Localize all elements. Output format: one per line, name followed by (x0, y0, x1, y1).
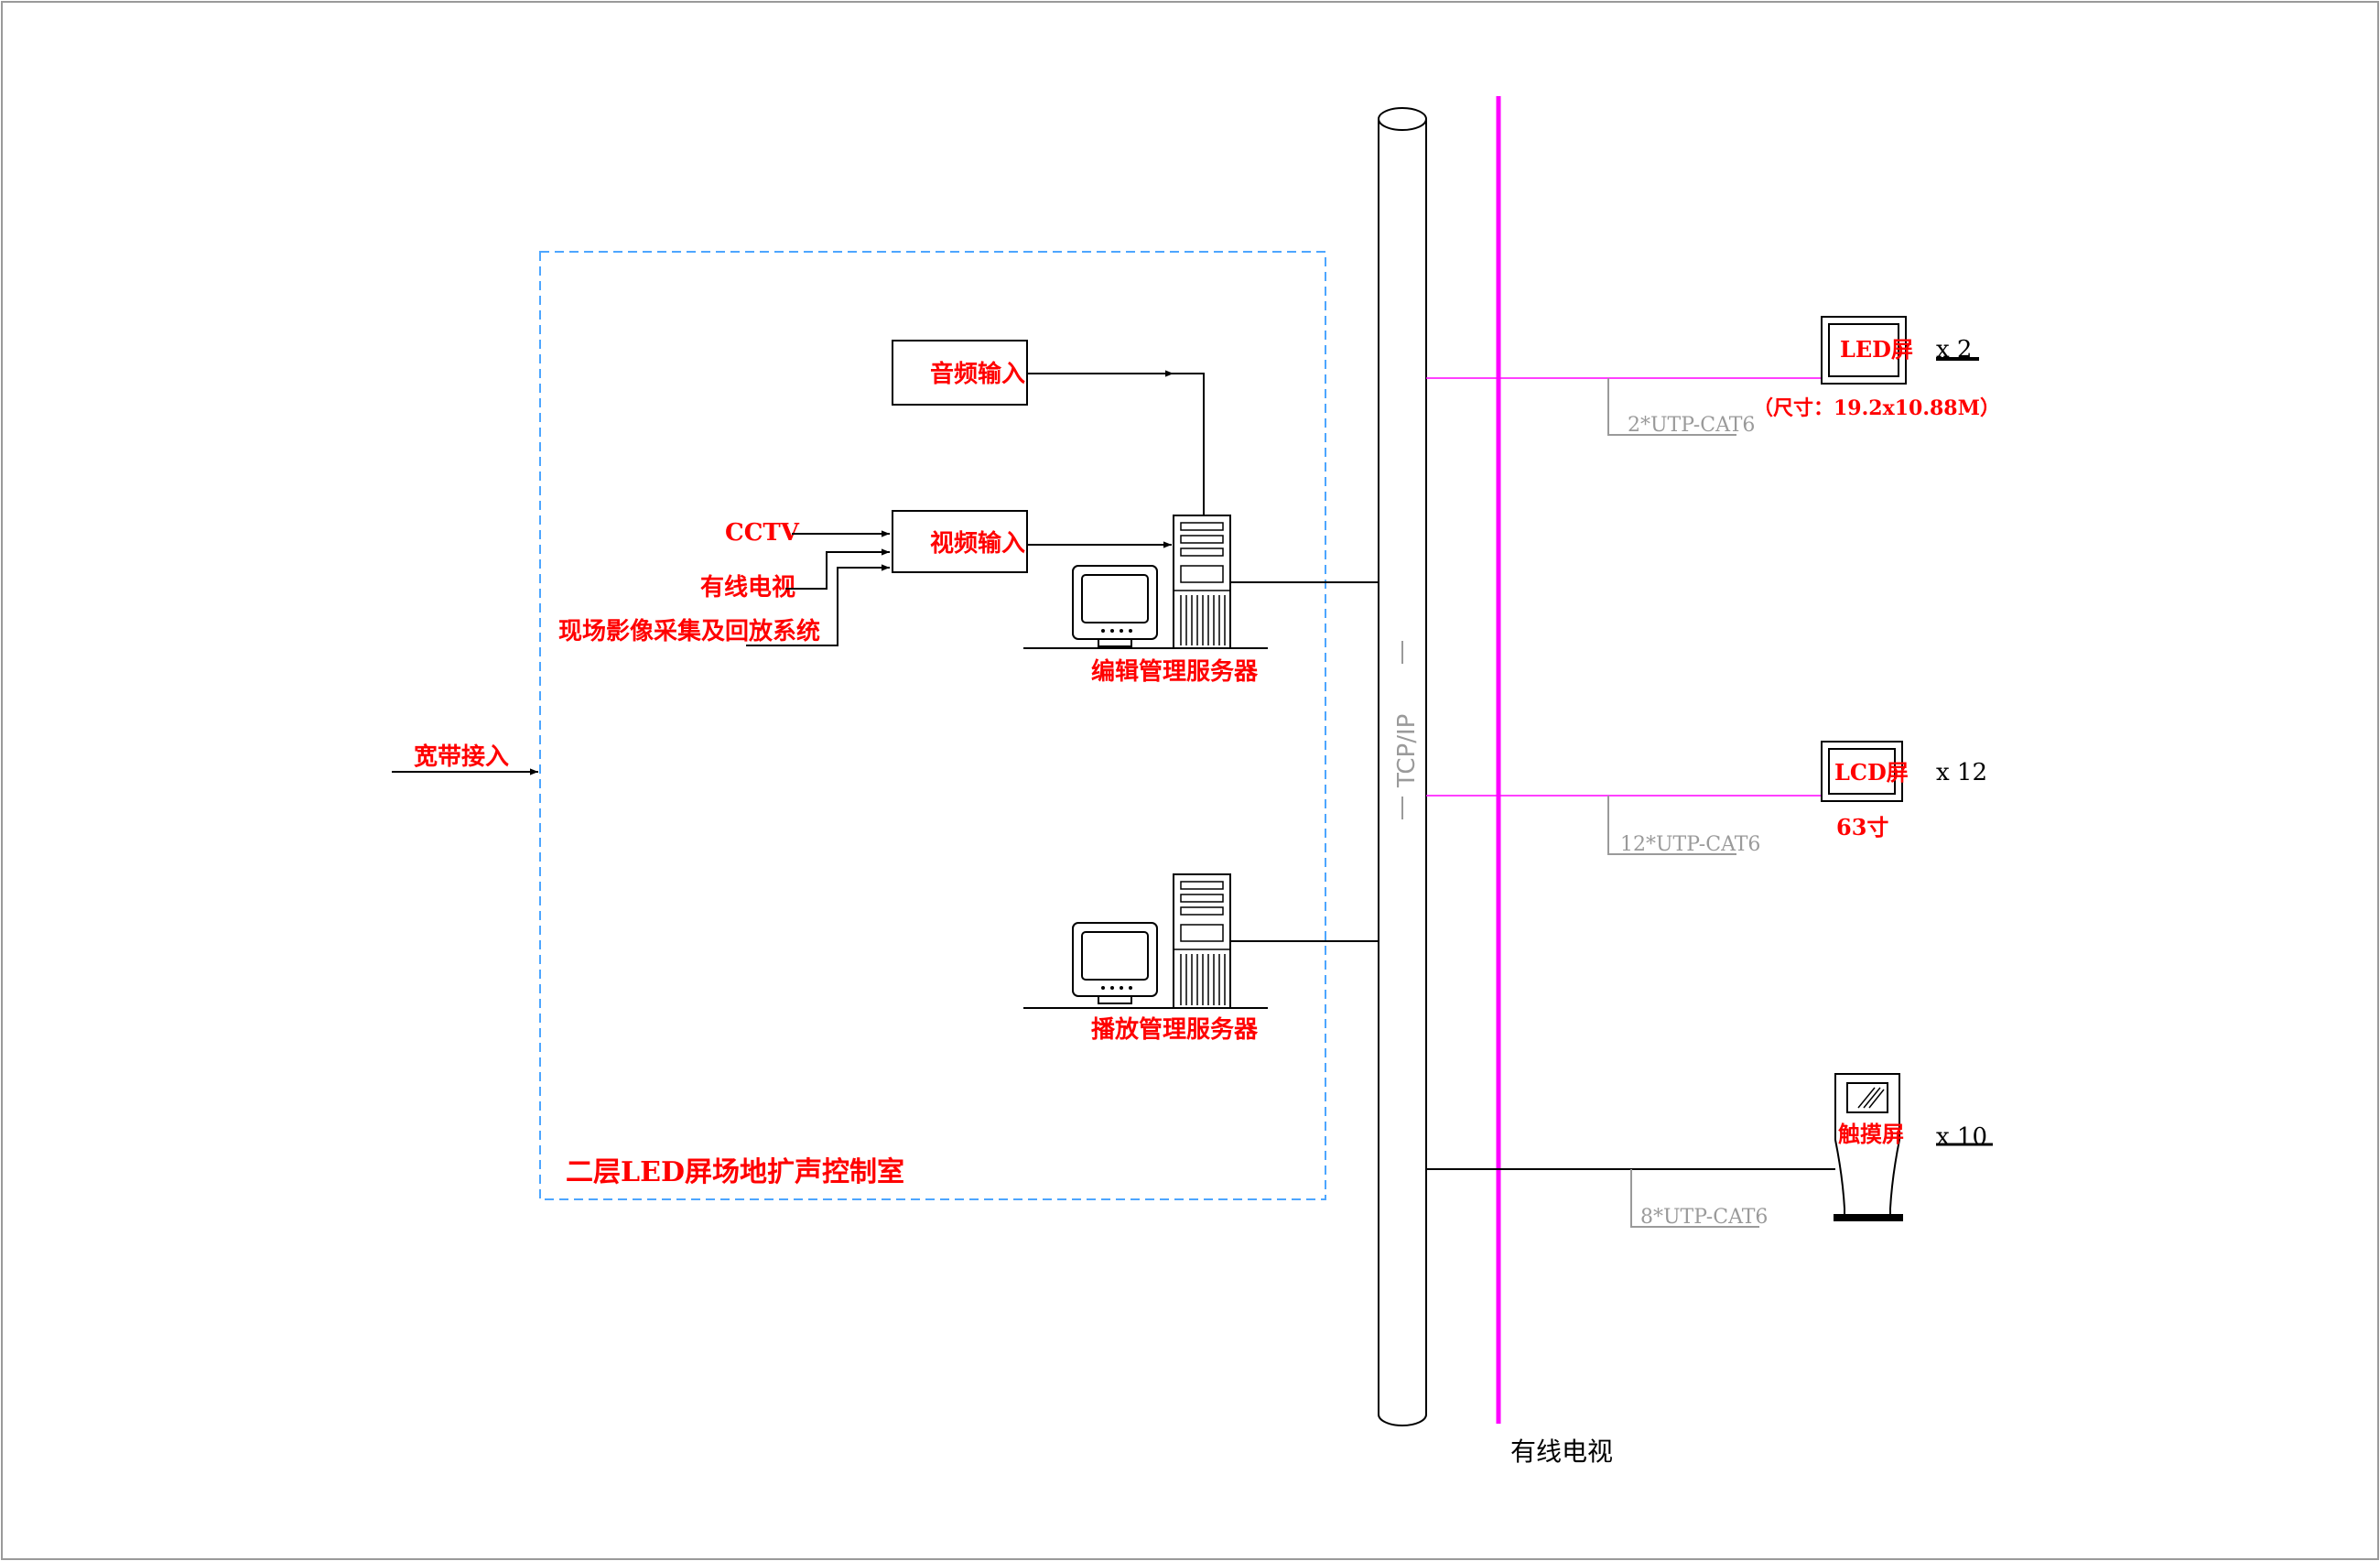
touch-screen-label: 触摸屏 (1838, 1121, 1904, 1147)
touch-cable-label: 8*UTP-CAT6 (1640, 1206, 1768, 1229)
led-cable-leader (1607, 378, 1736, 436)
lcd-screen-icon (1821, 741, 1903, 802)
tcpip-label: TCP/IP (1393, 714, 1421, 788)
cable-tv-input-label: 有线电视 (700, 574, 795, 602)
onsite-capture-label: 现场影像采集及回放系统 (558, 617, 820, 645)
audio-to-server-line (1027, 373, 1205, 515)
touch-screen-kiosk-icon (1834, 1073, 1903, 1221)
lcd-screen-label: LCD屏 (1834, 759, 1909, 786)
led-size-label: （尺寸：19.2x10.88M） (1753, 396, 2000, 420)
cable-tv-input-line (785, 548, 890, 590)
cable-tv-line-label: 有线电视 (1510, 1436, 1613, 1467)
edit-server-label: 编辑管理服务器 (1091, 657, 1259, 686)
play-server-workstation (1023, 873, 1268, 1009)
broadband-label: 宽带接入 (414, 743, 509, 771)
play-server-label: 播放管理服务器 (1091, 1015, 1259, 1044)
led-screen-label: LED屏 (1840, 336, 1913, 363)
lcd-size-label: 63寸 (1836, 814, 1888, 840)
control-room-label: 二层LED屏场地扩声控制室 (566, 1156, 904, 1188)
onsite-capture-line (746, 564, 890, 646)
lcd-count-label: x 12 (1936, 759, 1987, 786)
video-input-label: 视频输入 (930, 529, 1025, 558)
edit-server-workstation (1023, 515, 1268, 649)
audio-input-label: 音频输入 (930, 360, 1025, 388)
led-cable-label: 2*UTP-CAT6 (1628, 414, 1755, 437)
led-screen-icon (1821, 316, 1907, 385)
video-input-box (892, 510, 1028, 573)
cctv-label: CCTV (725, 519, 800, 547)
touch-count-label: x 10 (1936, 1123, 1987, 1151)
control-room-boundary (539, 251, 1326, 1200)
tcpip-backbone (1378, 107, 1427, 1426)
lcd-cable-label: 12*UTP-CAT6 (1620, 833, 1760, 856)
lcd-cable-leader (1607, 796, 1736, 855)
touch-cable-leader (1630, 1169, 1759, 1228)
